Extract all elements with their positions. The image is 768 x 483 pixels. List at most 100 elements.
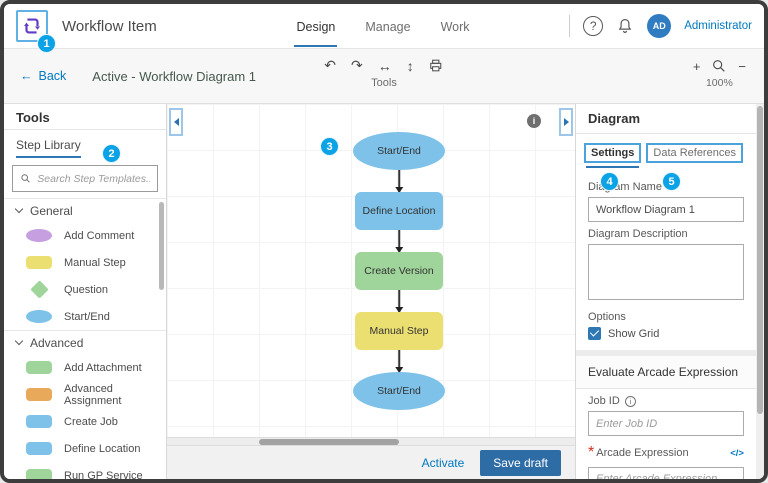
rect-shape-icon xyxy=(26,256,52,269)
step-template-manual-step[interactable]: Manual Step xyxy=(4,249,166,276)
main-nav: Design Manage Work xyxy=(254,6,471,47)
activate-button[interactable]: Activate xyxy=(421,455,465,470)
options-label: Options xyxy=(588,311,626,323)
print-icon[interactable] xyxy=(429,58,444,73)
checkbox-checked-icon[interactable] xyxy=(588,327,601,340)
redo-icon[interactable]: ↷ xyxy=(351,57,363,73)
tab-manage[interactable]: Manage xyxy=(365,19,411,34)
job-id-label-row: Job ID i xyxy=(588,395,744,407)
job-id-info-icon[interactable]: i xyxy=(624,395,636,407)
page-title: Workflow Item xyxy=(62,17,157,35)
settings-form: Diagram Name Diagram Description Options… xyxy=(576,181,756,340)
magnifier-icon[interactable] xyxy=(711,58,727,74)
node-create-version[interactable]: Create Version xyxy=(355,252,443,290)
triangle-left-icon xyxy=(173,118,179,126)
rect-shape-icon xyxy=(26,388,52,401)
tab-settings[interactable]: Settings xyxy=(584,143,642,168)
node-start-end-bottom[interactable]: Start/End xyxy=(353,372,445,410)
node-manual-step[interactable]: Manual Step xyxy=(355,312,443,350)
tools-caption: Tools xyxy=(371,77,397,89)
zoom-level: 100% xyxy=(705,77,733,89)
left-panel-scrollbar[interactable] xyxy=(159,202,164,290)
callout-badge-2: 2 xyxy=(102,144,121,163)
tools-panel-title: Tools xyxy=(4,104,166,130)
user-avatar[interactable]: AD xyxy=(647,14,672,38)
tab-data-references[interactable]: Data References xyxy=(646,143,743,163)
diagram-name-input[interactable] xyxy=(588,197,744,222)
back-button[interactable]: ← Back xyxy=(20,69,66,83)
step-library-list: General Add Comment Manual Step Question… xyxy=(4,198,166,479)
tab-step-library[interactable]: Step Library xyxy=(16,138,81,158)
rect-shape-icon xyxy=(26,361,52,374)
step-template-run-gp-service[interactable]: Run GP Service xyxy=(4,462,166,479)
right-panel-scrollbar[interactable] xyxy=(756,104,764,479)
breadcrumb: Active - Workflow Diagram 1 xyxy=(92,68,257,84)
arcade-expression-input[interactable] xyxy=(588,467,744,479)
tools-panel: Tools Step Library General Add Comment xyxy=(4,104,167,479)
section-divider xyxy=(576,350,756,356)
diagram-description-input[interactable] xyxy=(588,244,744,300)
zoom-group: + − 100% xyxy=(692,58,746,90)
search-icon xyxy=(21,174,30,183)
step-library-tabrow: Step Library xyxy=(4,130,166,160)
step-template-add-attachment[interactable]: Add Attachment xyxy=(4,354,166,381)
step-template-add-comment[interactable]: Add Comment xyxy=(4,222,166,249)
align-horizontal-icon[interactable]: ↔ xyxy=(377,57,392,74)
step-template-question[interactable]: Question xyxy=(4,276,166,303)
back-arrow-icon: ← xyxy=(20,69,33,83)
info-icon[interactable]: i xyxy=(527,114,541,128)
rect-shape-icon xyxy=(26,442,52,455)
help-icon[interactable]: ? xyxy=(583,16,604,36)
arcade-section-header[interactable]: Evaluate Arcade Expression xyxy=(576,356,756,389)
tab-design[interactable]: Design xyxy=(294,6,338,47)
user-name[interactable]: Administrator xyxy=(684,20,752,32)
ellipse-shape-icon xyxy=(26,310,52,323)
save-draft-button[interactable]: Save draft xyxy=(480,449,561,476)
section-general[interactable]: General xyxy=(4,198,166,222)
header-actions: ? AD Administrator xyxy=(569,14,752,38)
step-template-start-end[interactable]: Start/End xyxy=(4,303,166,330)
rect-shape-icon xyxy=(26,415,52,428)
node-start-end-top[interactable]: Start/End xyxy=(353,132,445,170)
scrollbar-thumb[interactable] xyxy=(259,439,399,445)
tab-work[interactable]: Work xyxy=(440,19,470,34)
code-editor-icon[interactable]: </> xyxy=(730,447,744,459)
node-define-location[interactable]: Define Location xyxy=(355,192,443,230)
undo-icon[interactable]: ↶ xyxy=(324,57,336,73)
diagram-panel: Diagram Settings Data References Diagram… xyxy=(575,104,764,479)
chevron-down-icon xyxy=(14,204,24,214)
notifications-bell-icon[interactable] xyxy=(616,17,634,35)
callout-badge-1: 1 xyxy=(37,34,56,53)
section-advanced[interactable]: Advanced xyxy=(4,330,166,354)
zoom-out-icon[interactable]: − xyxy=(738,58,746,74)
main-area: Tools Step Library General Add Comment xyxy=(4,104,764,479)
step-template-define-location[interactable]: Define Location xyxy=(4,435,166,462)
step-template-create-job[interactable]: Create Job xyxy=(4,408,166,435)
callout-badge-5: 5 xyxy=(662,172,681,191)
diamond-shape-icon xyxy=(29,280,49,299)
canvas-horizontal-scrollbar[interactable] xyxy=(167,437,575,445)
scrollbar-thumb[interactable] xyxy=(757,106,763,414)
collapse-right-panel-button[interactable] xyxy=(559,108,573,136)
section-advanced-label: Advanced xyxy=(30,335,84,350)
align-vertical-icon[interactable]: ↕ xyxy=(406,57,414,74)
show-grid-checkbox-row[interactable]: Show Grid xyxy=(588,327,744,340)
back-label: Back xyxy=(38,69,67,83)
top-header: Workflow Item Design Manage Work ? AD Ad… xyxy=(4,4,764,48)
diagram-canvas[interactable]: i Start/End Define Location Create Versi… xyxy=(167,104,575,437)
required-marker: * xyxy=(588,444,595,461)
job-id-input[interactable] xyxy=(588,411,744,436)
diagram-description-label: Diagram Description xyxy=(588,228,688,240)
canvas-footer: Activate Save draft xyxy=(167,445,575,479)
workflow-manager-logo[interactable] xyxy=(16,10,48,42)
step-template-advanced-assignment[interactable]: Advanced Assignment xyxy=(4,381,166,408)
arcade-label-row: * Arcade Expression </> xyxy=(588,444,744,462)
ellipse-shape-icon xyxy=(26,229,52,242)
collapse-left-panel-button[interactable] xyxy=(169,108,183,136)
diagram-panel-tabs: Settings Data References xyxy=(576,134,756,175)
zoom-in-icon[interactable]: + xyxy=(692,58,701,74)
connector-arrow xyxy=(398,350,400,372)
tools-group: ↶ ↷ ↔ ↕ Tools xyxy=(324,57,443,89)
step-search-input[interactable] xyxy=(37,172,150,185)
